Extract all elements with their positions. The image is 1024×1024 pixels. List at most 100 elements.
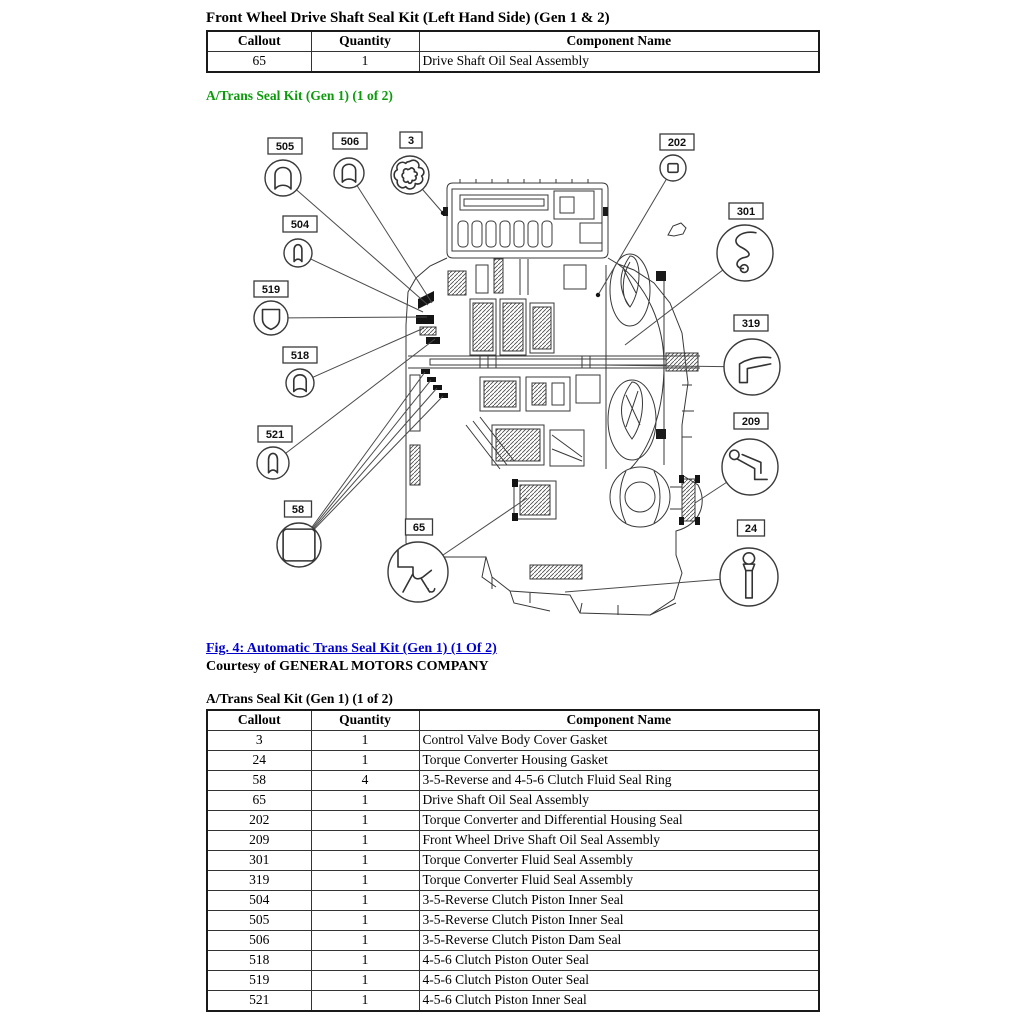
quantity-cell: 1 [310,950,420,971]
table1-title: Front Wheel Drive Shaft Seal Kit (Left H… [206,10,610,26]
lip-seal-check-icon [738,356,772,384]
component-name-cell: Front Wheel Drive Shaft Oil Seal Assembl… [418,830,820,851]
callout-circle [716,224,774,282]
callout-number: 202 [668,137,686,149]
callout-circle [264,159,302,197]
component-name-cell: Torque Converter and Differential Housin… [418,810,820,831]
component-name-cell: 3-5-Reverse Clutch Piston Dam Seal [418,930,820,951]
small-square-seal-icon [667,162,679,174]
column-header: Quantity [310,30,420,52]
callout-number: 521 [266,429,284,441]
piston-seal-narrow-icon [293,243,303,263]
callout-circle [276,522,322,568]
column-header: Callout [206,30,312,52]
lip-seal-s-icon [735,231,757,274]
callout-301: 301 [624,202,774,346]
callout-number: 65 [413,522,425,534]
callout-number: 518 [291,350,309,362]
column-header: Component Name [418,709,820,731]
callout-number-box [257,425,293,443]
callout-number-box [283,500,313,518]
quantity-cell: 1 [310,910,420,931]
leader-line [564,576,750,593]
callout-cell: 505 [206,910,312,931]
callout-number: 24 [745,523,758,535]
callout-cell: 209 [206,830,312,851]
leader-line [270,316,428,319]
quantity-cell: 1 [310,850,420,871]
quantity-cell: 1 [310,790,420,811]
callout-number-box [736,519,766,537]
quantity-cell: 1 [310,750,420,771]
callout-cell: 506 [206,930,312,951]
component-name-cell: Torque Converter Housing Gasket [418,750,820,771]
leader-line [299,327,425,384]
component-name-cell: 4-5-6 Clutch Piston Inner Seal [418,990,820,1012]
quantity-cell: 1 [310,870,420,891]
component-name-cell: 3-5-Reverse and 4-5-6 Clutch Fluid Seal … [418,770,820,791]
callout-number-box [404,518,434,536]
callout-circle [256,446,290,480]
quantity-cell: 1 [310,830,420,851]
lip-seal-spring-icon [728,449,768,481]
callout-24: 24 [564,519,779,607]
callout-518: 518 [282,327,425,398]
callout-cell: 521 [206,990,312,1012]
callout-circle [283,238,313,268]
callout-cell: 504 [206,890,312,911]
callout-number: 3 [408,135,414,147]
leader-line [298,387,438,546]
callout-number: 519 [262,284,280,296]
quantity-cell: 1 [310,990,420,1012]
callout-number: 504 [291,219,310,231]
callout-505: 505 [264,137,429,306]
callout-number-box [282,346,318,364]
quantity-cell: 1 [310,730,420,751]
component-name-cell: 4-5-6 Clutch Piston Outer Seal [418,970,820,991]
component-name-cell: Torque Converter Fluid Seal Assembly [418,850,820,871]
leader-line [297,252,424,313]
callout-521: 521 [256,338,436,480]
callout-number-box [733,412,769,430]
callout-number-box [253,280,289,298]
callout-504: 504 [282,215,424,313]
courtesy-line: Courtesy of GENERAL MOTORS COMPANY [206,659,489,674]
callout-number-box [399,131,423,149]
callout-519: 519 [253,280,428,336]
callout-202: 202 [595,133,695,298]
callout-3: 3 [390,131,446,216]
atrans-seal-kit-heading-green: A/Trans Seal Kit (Gen 1) (1 of 2) [206,88,393,103]
callout-circle [333,157,365,189]
component-name-cell: Drive Shaft Oil Seal Assembly [418,51,820,73]
leader-endpoint-dot [440,210,446,216]
shield-seal-icon [261,308,281,331]
callout-circle [719,547,779,607]
callout-cell: 65 [206,51,312,73]
leader-line [298,395,444,546]
leader-line [597,167,674,296]
pin-gasket-icon [742,552,756,599]
quantity-cell: 4 [310,770,420,791]
quantity-cell: 1 [310,51,420,73]
drive-shaft-seal-icon [397,549,436,593]
component-name-cell: 4-5-6 Clutch Piston Outer Seal [418,950,820,971]
piston-seal-narrow-icon [267,452,279,474]
leader-line [298,379,432,546]
callout-209: 209 [694,412,779,504]
callout-58: 58 [276,371,444,568]
callout-cell: 202 [206,810,312,831]
figure-4-link[interactable]: Fig. 4: Automatic Trans Seal Kit (Gen 1)… [206,641,497,656]
component-name-cell: Control Valve Body Cover Gasket [418,730,820,751]
